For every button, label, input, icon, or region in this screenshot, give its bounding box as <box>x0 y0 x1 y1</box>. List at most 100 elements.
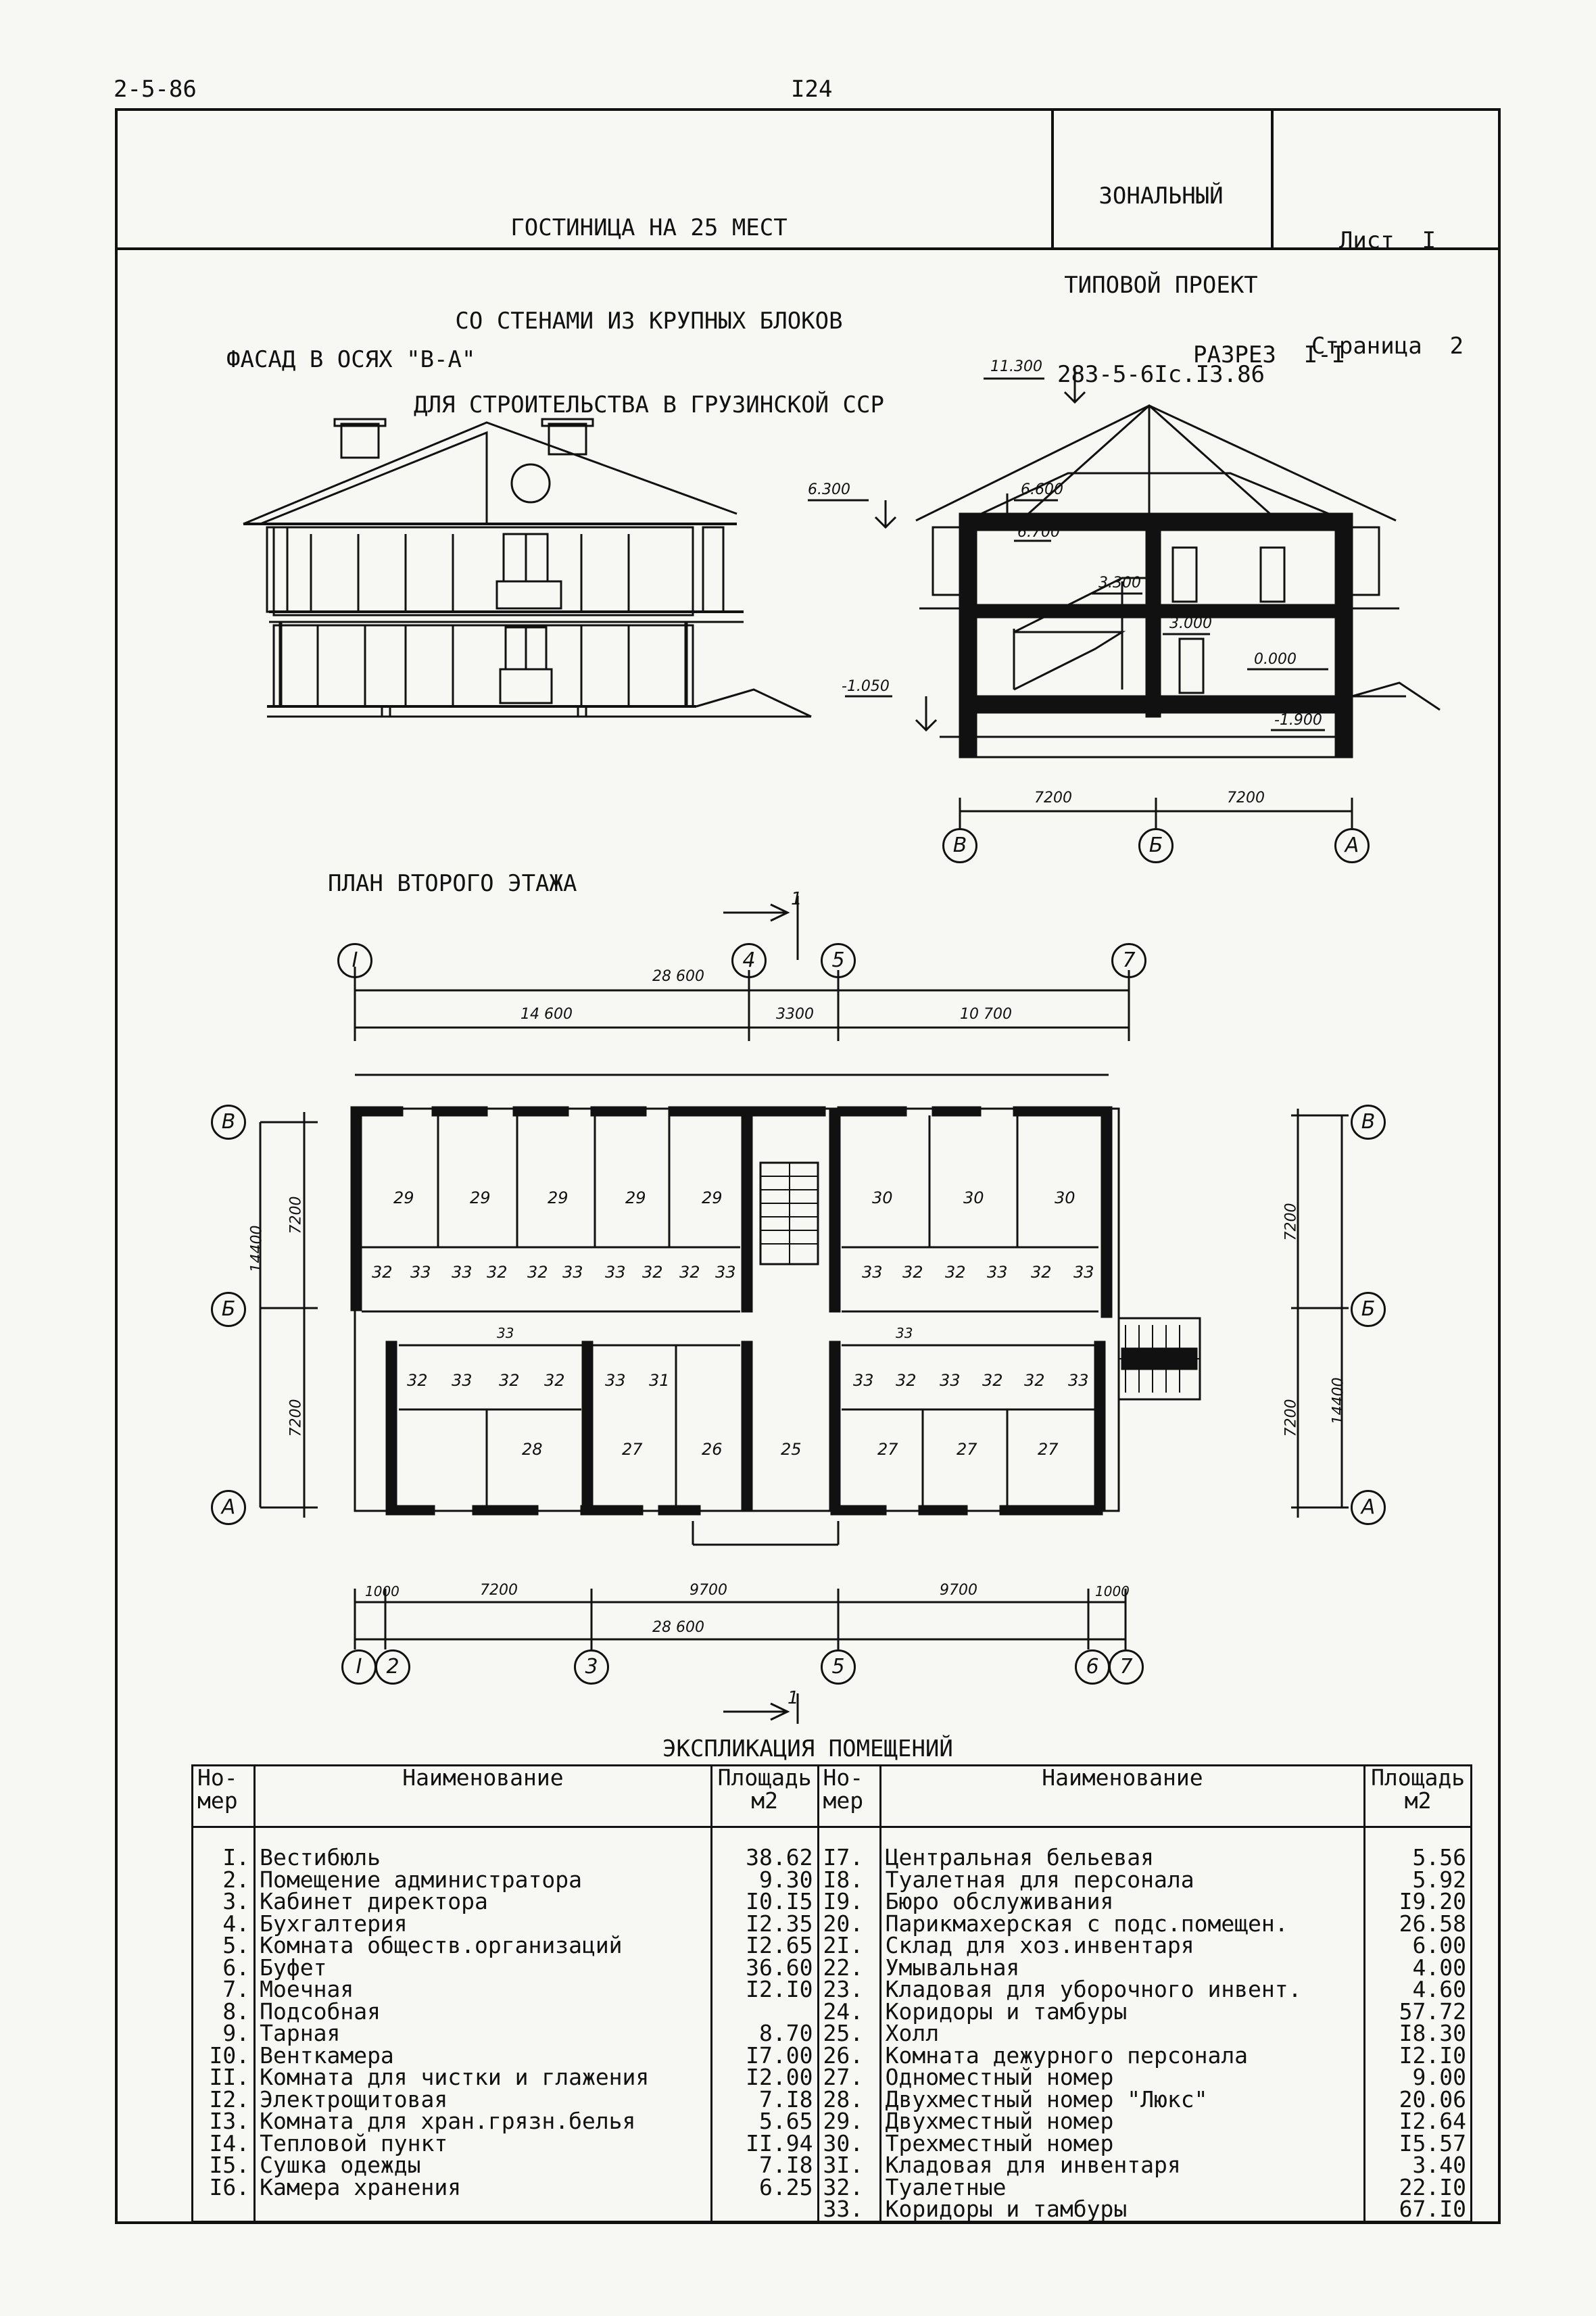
plan-bottom-dim-5: 1000 <box>1095 1583 1130 1599</box>
room-29-5: 29 <box>702 1188 723 1207</box>
right-row-15-n: 3I. <box>823 2152 864 2178</box>
right-row-8-name: Коридоры и тамбуры <box>885 1998 1128 2025</box>
left-row-2-name: Помещение администратора <box>260 1866 582 1893</box>
wc-t-6: 33 <box>562 1263 583 1282</box>
left-row-10-a: I7.00 <box>746 2042 813 2069</box>
room-29-2: 29 <box>470 1188 491 1207</box>
mark-1050: -1.050 <box>842 678 890 695</box>
wc-b-11: 32 <box>1024 1371 1045 1390</box>
right-row-13-a: I2.64 <box>1399 2108 1466 2134</box>
left-row-8-name: Подсобная <box>260 1998 381 2025</box>
left-row-16-n: I6. <box>209 2173 250 2200</box>
right-row-8-n: 24. <box>823 1998 864 2025</box>
right-row-2-name: Туалетная для персонала <box>885 1866 1194 1893</box>
drawing-frame <box>115 108 1501 2224</box>
right-row-5-n: 2I. <box>823 1932 864 1958</box>
left-row-13-a: 5.65 <box>759 2108 813 2134</box>
wc-t-13: 32 <box>945 1263 966 1282</box>
cut-mark-bottom: 1 <box>788 1688 799 1708</box>
right-row-8-a: 57.72 <box>1399 1998 1466 2025</box>
room-25: 25 <box>781 1440 802 1459</box>
room-29-4: 29 <box>625 1188 646 1207</box>
room-27-3: 27 <box>957 1440 977 1459</box>
left-row-11-n: II. <box>209 2064 250 2090</box>
plan-axis-top-1: I <box>337 943 372 978</box>
wc-b-8: 32 <box>896 1371 917 1390</box>
plan-axis-top-7: 7 <box>1111 943 1146 978</box>
right-row-10-name: Комната дежурного персонала <box>885 2042 1249 2069</box>
wc-b-4: 32 <box>544 1371 565 1390</box>
plan-left-dim-2: 7200 <box>287 1399 305 1437</box>
room-30-2: 30 <box>963 1188 984 1207</box>
left-row-6-name: Буфет <box>260 1954 327 1981</box>
title-line-3: ДЛЯ СТРОИТЕЛЬСТВА В ГРУЗИНСКОЙ ССР <box>414 391 884 418</box>
left-row-13-name: Комната для хран.грязн.белья <box>260 2108 636 2134</box>
left-row-3-a: I0.I5 <box>746 1888 813 1914</box>
cut-mark-top: 1 <box>791 889 802 909</box>
right-row-1-a: 5.56 <box>1412 1844 1466 1871</box>
plan-title: ПЛАН ВТОРОГО ЭТАЖА <box>328 870 577 897</box>
left-row-9-name: Тарная <box>260 2020 341 2046</box>
plan-axis-top-5: 5 <box>821 943 856 978</box>
right-row-3-name: Бюро обслуживания <box>885 1888 1114 1914</box>
section-axis-v: В <box>942 828 977 863</box>
wc-t-15: 32 <box>1031 1263 1052 1282</box>
header-area-right: Площадь м2 <box>1363 1764 1472 1828</box>
section-title: РАЗРЕЗ I-I <box>1193 341 1346 368</box>
right-numbers: I7.I8.I9.20.2I.22.23.24.25.26.27.28.29.3… <box>817 1826 881 2223</box>
plan-axis-bottom-3: 3 <box>574 1649 609 1685</box>
page-info: Страница 2 <box>1311 333 1464 360</box>
mark-6600: 6.600 <box>1021 481 1063 498</box>
right-row-1-name: Центральная бельевая <box>885 1844 1154 1871</box>
wc-t-4: 32 <box>487 1263 508 1282</box>
wc-b-9: 33 <box>940 1371 961 1390</box>
project-code-line-1: ЗОНАЛЬНЫЙ <box>1098 183 1224 210</box>
wc-t-11: 33 <box>862 1263 883 1282</box>
right-row-10-a: I2.I0 <box>1399 2042 1466 2069</box>
room-27-4: 27 <box>1038 1440 1059 1459</box>
left-row-2-n: 2. <box>222 1866 250 1893</box>
right-row-6-a: 4.00 <box>1412 1954 1466 1981</box>
left-row-13-n: I3. <box>209 2108 250 2134</box>
right-row-9-n: 25. <box>823 2020 864 2046</box>
plan-bottom-dim-2: 7200 <box>480 1582 518 1599</box>
room-29-1: 29 <box>393 1188 414 1207</box>
left-row-3-n: 3. <box>222 1888 250 1914</box>
wc-t-9: 32 <box>679 1263 700 1282</box>
right-row-17-a: 67.I0 <box>1399 2196 1466 2222</box>
wc-t-8: 32 <box>642 1263 663 1282</box>
room-27-2: 27 <box>877 1440 898 1459</box>
right-row-6-name: Умывальная <box>885 1954 1020 1981</box>
project-title: ГОСТИНИЦА НА 25 МЕСТ СО СТЕНАМИ ИЗ КРУПН… <box>311 150 987 452</box>
page-number: I24 <box>791 76 833 103</box>
left-numbers: I.2.3.4.5.6.7.8.9.I0.II.I2.I3.I4.I5.I6. <box>191 1826 256 2223</box>
left-row-16-a: 6.25 <box>759 2173 813 2200</box>
right-row-15-name: Кладовая для инвентаря <box>885 2152 1181 2178</box>
plan-axis-bottom-7: 7 <box>1109 1649 1144 1685</box>
sheet-info: Лист I Страница 2 <box>1274 153 1501 399</box>
right-row-17-n: 33. <box>823 2196 864 2222</box>
right-row-9-a: I8.30 <box>1399 2020 1466 2046</box>
right-row-5-name: Склад для хоз.инвентаря <box>885 1932 1194 1958</box>
plan-top-overall: 28 600 <box>652 968 704 985</box>
explication-table: Но- мер Наименование Площадь м2 Но- мер … <box>191 1764 1472 2223</box>
plan-axis-bottom-6: 6 <box>1075 1649 1110 1685</box>
left-row-9-n: 9. <box>222 2020 250 2046</box>
right-row-4-n: 20. <box>823 1910 864 1937</box>
plan-axis-right-v: В <box>1351 1105 1386 1140</box>
right-row-12-n: 28. <box>823 2085 864 2113</box>
plan-top-dim-3: 10 700 <box>960 1006 1012 1023</box>
right-row-3-a: I9.20 <box>1399 1888 1466 1914</box>
left-row-10-n: I0. <box>209 2042 250 2069</box>
wc-t-14: 33 <box>987 1263 1008 1282</box>
plan-axis-top-4: 4 <box>731 943 767 978</box>
right-row-10-n: 26. <box>823 2042 864 2069</box>
left-row-14-name: Тепловой пункт <box>260 2129 448 2156</box>
wc-b-2: 33 <box>452 1371 473 1390</box>
right-row-9-name: Холл <box>885 2020 940 2046</box>
corridor-2: 33 <box>896 1325 913 1341</box>
left-row-11-name: Комната для чистки и глажения <box>260 2064 650 2090</box>
explication-title: ЭКСПЛИКАЦИЯ ПОМЕЩЕНИЙ <box>662 1735 953 1762</box>
plan-axis-right-a: А <box>1351 1490 1386 1525</box>
